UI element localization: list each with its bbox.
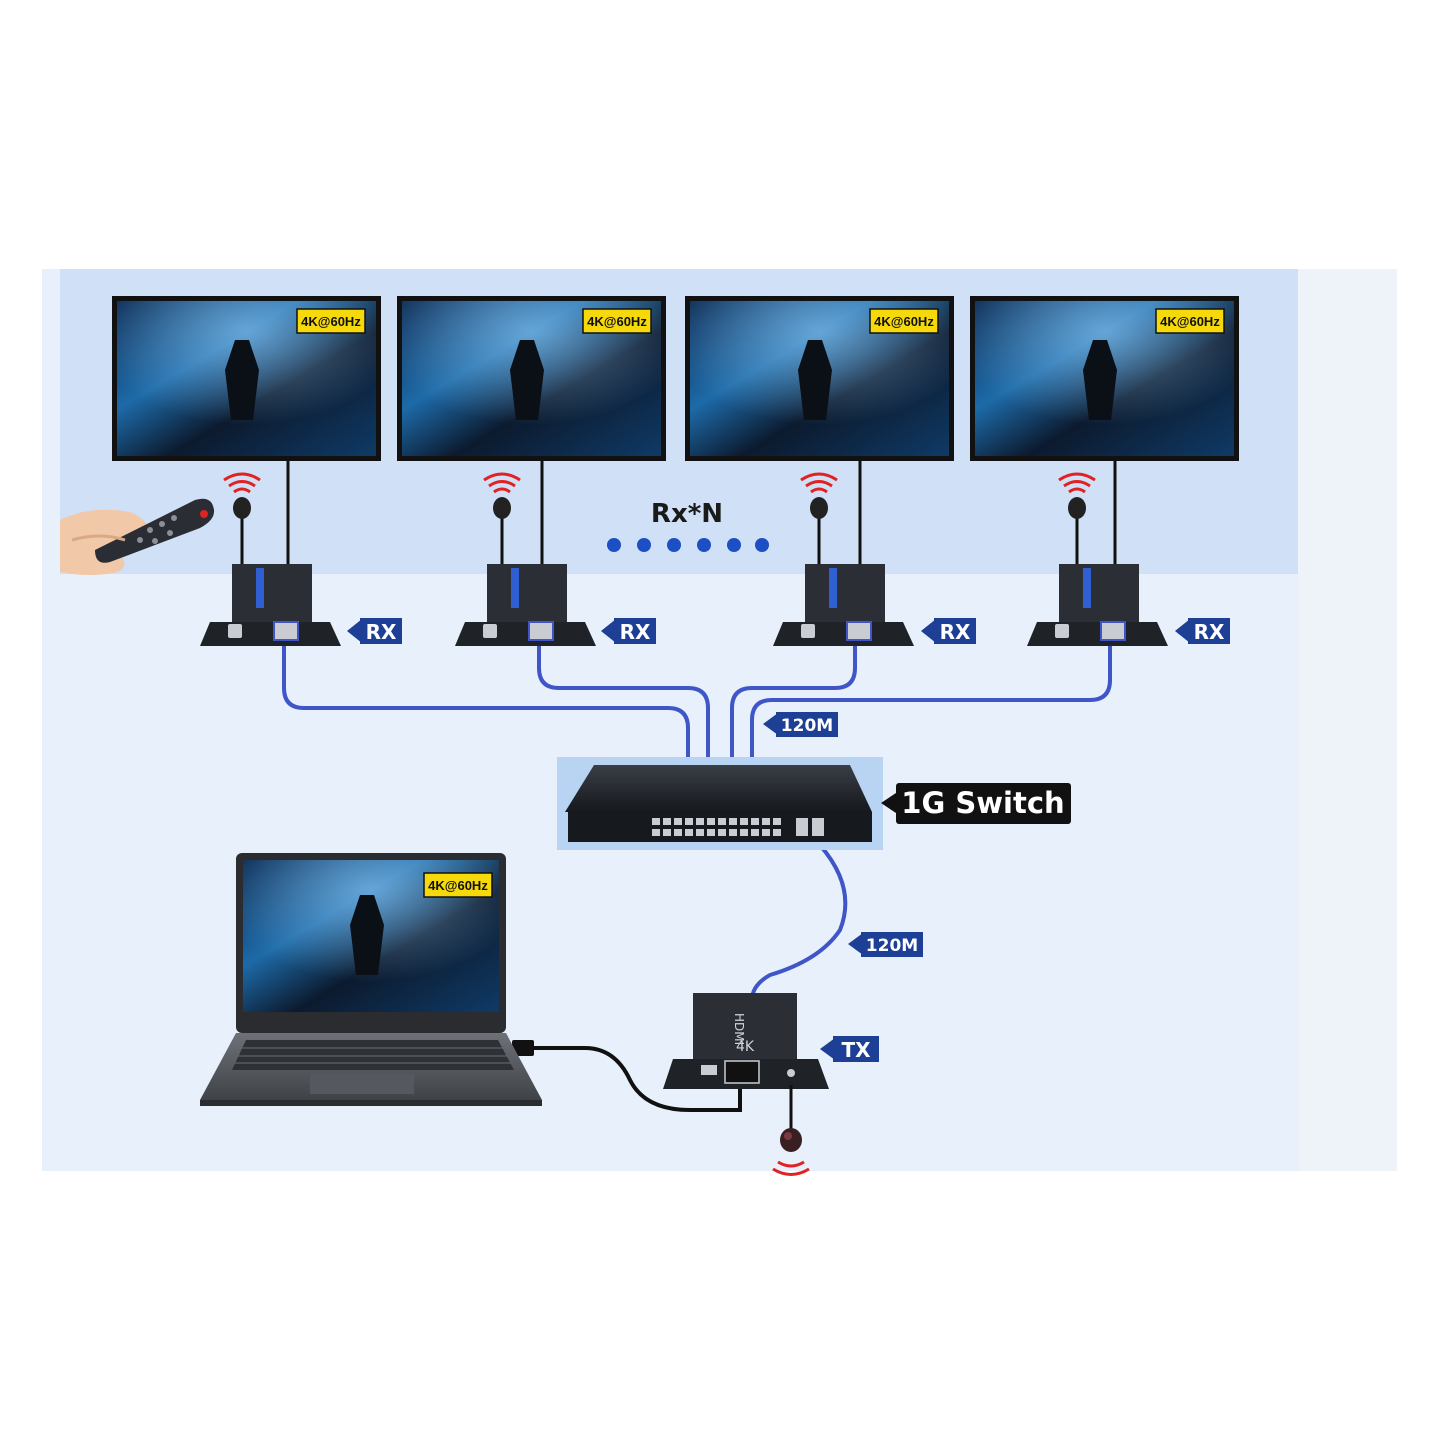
tx-unit: HDMI 4K [663, 993, 829, 1089]
rx-unit-2 [455, 564, 596, 646]
svg-text:RX: RX [1194, 620, 1225, 644]
laptop: 4K@60Hz [200, 853, 542, 1106]
svg-text:120M: 120M [781, 716, 833, 736]
rx-unit-4 [1027, 564, 1168, 646]
tx-distance-label: 120M [848, 932, 923, 957]
ir-receiver-icon [223, 472, 261, 565]
ellipsis-dots [607, 538, 769, 552]
ir-receiver-icon [800, 472, 838, 565]
ir-signal-icon [800, 472, 838, 494]
tx-label: TX [820, 1036, 879, 1062]
hdmi-plug [512, 1040, 534, 1056]
resolution-badge [423, 872, 493, 898]
svg-text:RX: RX [366, 620, 397, 644]
resolution-label: 4K@60Hz [587, 314, 647, 329]
resolution-badge [1155, 308, 1225, 334]
rx-labels: RX RX RX RX [347, 618, 1230, 644]
network-switch [557, 757, 883, 850]
ir-signal-icon [483, 472, 521, 494]
svg-text:RX: RX [620, 620, 651, 644]
ir-signal-icon [223, 472, 261, 494]
ir-receivers [223, 472, 1096, 565]
monitor-row: 4K@60Hz 4K@60Hz 4K@60Hz 4K [112, 296, 1239, 565]
tx-cable [750, 828, 848, 1001]
rx-label-2: RX [601, 618, 656, 644]
svg-text:1G Switch: 1G Switch [901, 786, 1064, 820]
rx-unit-1 [200, 564, 341, 646]
monitor-3: 4K@60Hz [685, 296, 954, 565]
monitor-1: 4K@60Hz [112, 296, 381, 565]
monitor-4: 4K@60Hz [970, 296, 1239, 565]
svg-text:TX: TX [841, 1038, 871, 1062]
monitor-2: 4K@60Hz [397, 296, 666, 565]
rx-label-3: RX [921, 618, 976, 644]
ir-transmitter-icon [772, 1085, 810, 1176]
resolution-label: 4K@60Hz [428, 878, 488, 893]
ir-receiver-icon [1058, 472, 1096, 565]
rx-cables [282, 638, 1112, 767]
ir-receiver-icon [483, 472, 521, 565]
switch-label: 1G Switch [881, 783, 1071, 824]
resolution-badge [296, 308, 366, 334]
resolution-label: 4K@60Hz [1160, 314, 1220, 329]
resolution-label: 4K@60Hz [301, 314, 361, 329]
rx-distance-label: 120M [763, 712, 838, 737]
svg-text:120M: 120M [866, 936, 918, 956]
ir-signal-icon [1058, 472, 1096, 494]
rx-count-label: Rx*N [651, 499, 723, 529]
tx-logo: HDMI [732, 1013, 746, 1045]
rx-label-4: RX [1175, 618, 1230, 644]
resolution-badge [582, 308, 652, 334]
hdmi-cable [530, 1046, 742, 1112]
remote-control-icon [60, 498, 215, 575]
resolution-label: 4K@60Hz [874, 314, 934, 329]
right-margin-panel [1298, 269, 1397, 1171]
rx-units [200, 564, 1168, 646]
resolution-badge [869, 308, 939, 334]
rx-label-1: RX [347, 618, 402, 644]
rx-unit-3 [773, 564, 914, 646]
svg-text:RX: RX [940, 620, 971, 644]
tx-badge: 4K [736, 1039, 755, 1055]
ir-signal-icon [772, 1160, 810, 1176]
